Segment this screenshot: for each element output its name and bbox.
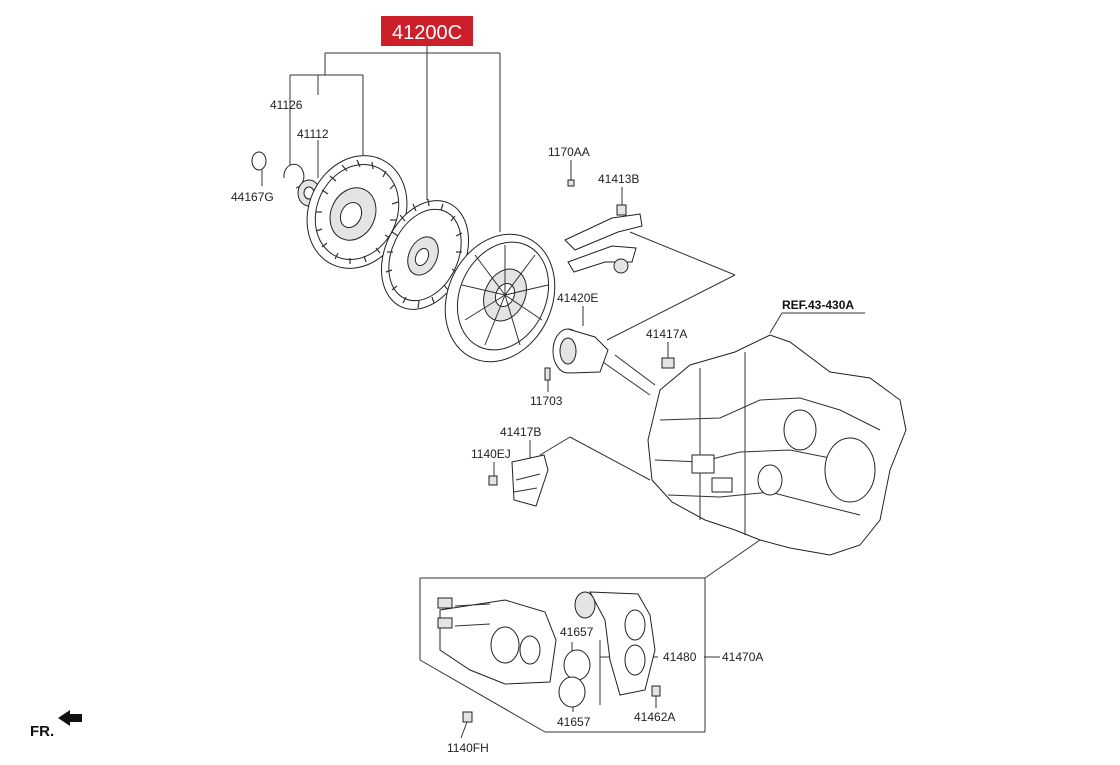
release-bearing-41420E[interactable] <box>552 328 609 374</box>
label-41126: 41126 <box>270 98 303 112</box>
label-41657-top: 41657 <box>560 625 594 639</box>
assembly-number: 41200C <box>392 22 462 44</box>
actuator-assembly-box <box>419 577 706 733</box>
valve-body-41480[interactable] <box>574 591 656 696</box>
label-41112: 41112 <box>297 127 329 141</box>
label-1170AA: 1170AA <box>548 145 590 159</box>
label-11703: 11703 <box>530 394 563 408</box>
label-41417A: 41417A <box>646 327 687 341</box>
label-41413B: 41413B <box>598 172 639 186</box>
pressure-plate[interactable] <box>425 216 575 380</box>
label-41462A: 41462A <box>634 710 675 724</box>
label-41480: 41480 <box>663 650 697 664</box>
label-41420E: 41420E <box>557 291 598 305</box>
label-44167G: 44167G <box>231 190 274 204</box>
transmission-housing[interactable] <box>647 334 907 556</box>
assembly-bracket-lines <box>261 46 501 232</box>
o-ring-41657-top[interactable] <box>563 649 591 681</box>
release-fork-41413B[interactable] <box>564 204 643 274</box>
front-arrow-icon <box>58 710 82 726</box>
label-41470A: 41470A <box>722 650 763 664</box>
assembly-badge[interactable]: 41200C <box>381 16 473 46</box>
bolt-41462A[interactable] <box>651 685 661 697</box>
o-ring-41657-bottom[interactable] <box>558 676 586 708</box>
bolt-1170AA[interactable] <box>567 179 575 187</box>
label-1140EJ: 1140EJ <box>471 447 511 461</box>
label-1140FH: 1140FH <box>447 741 489 755</box>
bolt-1140EJ[interactable] <box>488 475 498 486</box>
assembly-guide-lines <box>539 231 761 579</box>
clutch-actuator[interactable] <box>437 597 557 685</box>
bracket-41417B[interactable] <box>511 454 549 507</box>
front-direction-indicator: FR. <box>30 710 82 740</box>
front-direction-label: FR. <box>30 723 54 740</box>
bolt-41417A[interactable] <box>661 357 675 369</box>
snap-ring-44167G[interactable] <box>251 151 267 171</box>
label-41657-bottom: 41657 <box>557 715 591 729</box>
assembly-badge-background <box>381 16 473 46</box>
clutch-disc-damper[interactable] <box>289 139 425 285</box>
bolt-11703[interactable] <box>544 367 551 381</box>
label-41417B: 41417B <box>500 425 541 439</box>
clutch-disc[interactable] <box>365 186 486 323</box>
bolt-1140FH[interactable] <box>462 711 473 723</box>
reference-label: REF.43-430A <box>782 298 854 312</box>
